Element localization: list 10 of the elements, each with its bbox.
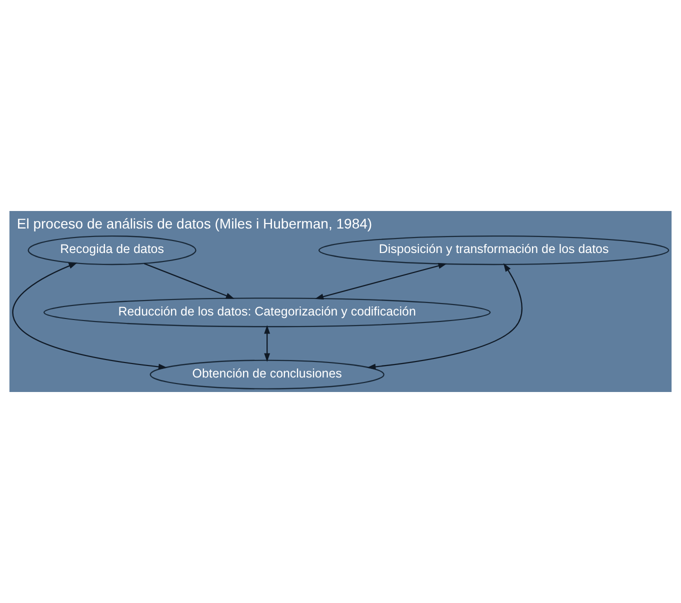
node-ellipse: Reducción de los datos: Categorización y codificación [43,298,491,328]
arrow [314,262,447,300]
node-ellipse: Recogida de datos [28,235,196,266]
arrow [12,262,168,370]
arrow [144,263,234,299]
arrow [264,325,270,362]
node-ellipse: Disposición y transformación de los datos [318,235,670,266]
node-ellipse: Obtención de conclusiones [150,360,384,390]
arrow [367,263,522,370]
diagram-title: El proceso de análisis de datos (Miles i Huberman, 1984) [16,215,372,232]
